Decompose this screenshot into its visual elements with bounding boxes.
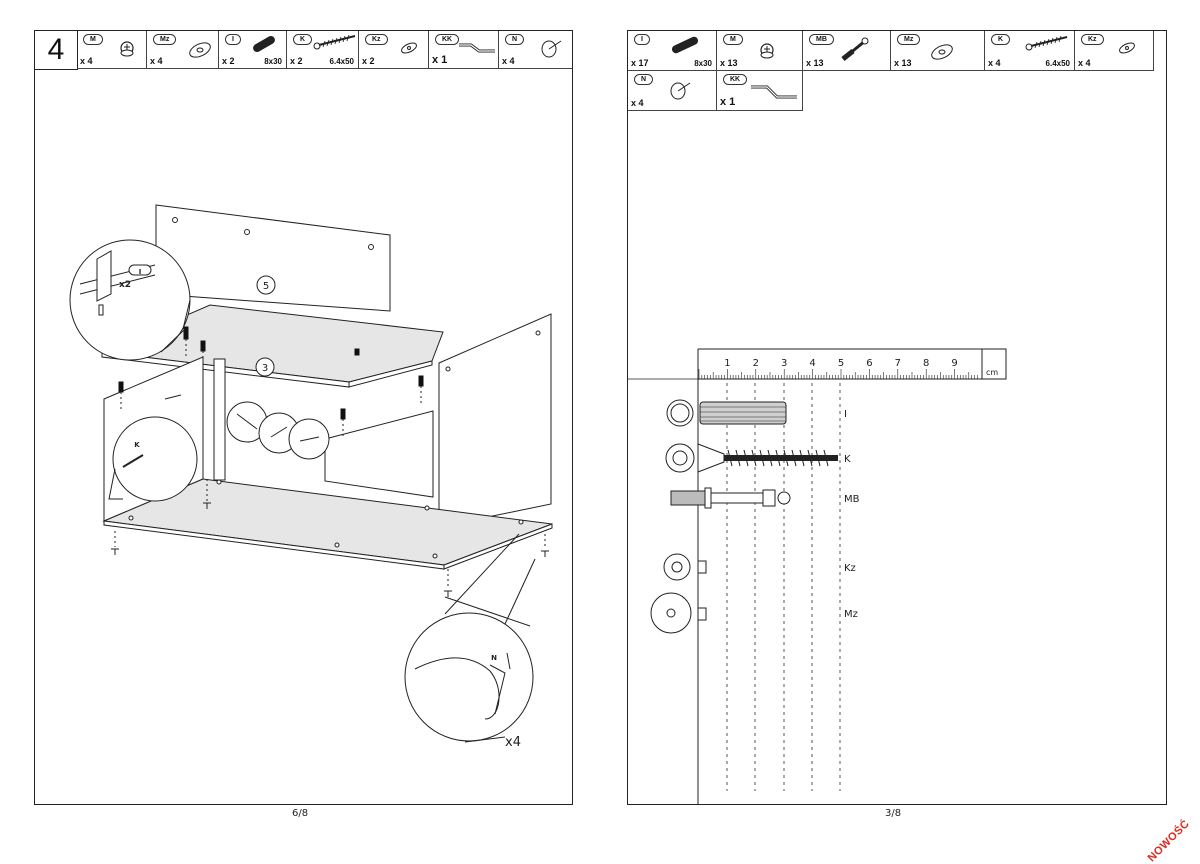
hardware-item-i: I x 17 8x30 [628, 31, 717, 71]
ruler-tick-label: 4 [809, 358, 815, 369]
hardware-qty: x 13 [894, 58, 912, 68]
hardware-item-mz: Mz x 13 [891, 31, 985, 71]
ruler-tick-label: 2 [753, 358, 759, 369]
hardware-code: K [293, 34, 313, 45]
cover-cap-icon [189, 42, 211, 58]
hardware-qty: x 1 [432, 54, 448, 66]
scale-ruler-drawing: I K MB Kz Mz cm 1 2 3 4 5 6 7 8 9 [628, 348, 1007, 804]
hardware-code: KK [723, 74, 748, 85]
callout-screw-code: K [134, 441, 140, 449]
assembly-drawing: I x2 5 3 K N x4 [69, 204, 553, 750]
cover-cap-icon [401, 42, 417, 54]
hardware-qty: x 13 [806, 58, 824, 68]
hardware-item-k: K x 4 6.4x50 [985, 31, 1075, 71]
hardware-item-kz: Kz x 2 [359, 31, 429, 69]
allen-key-icon [751, 85, 797, 99]
hardware-code: N [634, 74, 654, 85]
screw-icon [1025, 35, 1068, 51]
panel-5 [155, 204, 391, 312]
glide-nail-icon [541, 40, 562, 58]
cover-cap-icon [1119, 42, 1135, 54]
part-label-mb: MB [844, 494, 860, 505]
callout-nail-code: N [491, 654, 497, 662]
ruler-tick-label: 3 [781, 358, 787, 369]
new-product-watermark: NOWOŚĆ [1145, 817, 1193, 864]
page-number-left: 6/8 [292, 808, 309, 819]
ruler-tick-label: 8 [923, 358, 929, 369]
hardware-code: N [505, 34, 525, 45]
instruction-page-step-4: 4 M x 4 Mz x 4 I x 2 8x30 K x 2 6.4x50 K… [34, 30, 573, 805]
callout-nail-count: x4 [505, 735, 521, 750]
ruler-tick-label: 1 [724, 358, 730, 369]
step-number: 4 [35, 31, 78, 70]
panel-label-5: 5 [263, 281, 269, 292]
hardware-code: I [634, 34, 650, 45]
hardware-qty: x 4 [988, 58, 1001, 68]
hardware-size: 8x30 [264, 57, 282, 66]
hardware-item-n: N x 4 [499, 31, 572, 69]
part-label-mz: Mz [844, 609, 858, 620]
hardware-code: KK [435, 34, 460, 45]
hardware-qty: x 4 [1078, 58, 1091, 68]
hardware-item-mz: Mz x 4 [147, 31, 219, 69]
hardware-item-kk: KK x 1 [429, 31, 499, 69]
cam-lock-icon [760, 43, 774, 59]
allen-key-icon [459, 43, 495, 53]
hardware-qty: x 4 [631, 98, 644, 108]
instruction-page-parts-list: I x 17 8x30 M x 13 MB x 13 Mz x 13 K x 4… [627, 30, 1167, 805]
callout-dowel-code: I [139, 268, 142, 276]
hardware-code: Kz [365, 34, 388, 45]
hardware-qty: x 4 [80, 56, 93, 66]
ruler-unit: cm [986, 368, 998, 377]
hardware-code: Kz [1081, 34, 1104, 45]
hardware-code: K [991, 34, 1011, 45]
hardware-item-k: K x 2 6.4x50 [287, 31, 359, 69]
hardware-item-m: M x 4 [77, 31, 147, 69]
screw-icon [313, 34, 356, 50]
cover-cap-icon [931, 44, 953, 60]
callout-dowel-count: x2 [119, 280, 131, 290]
hardware-qty: x 2 [362, 56, 375, 66]
hardware-qty: x 4 [150, 56, 163, 66]
hardware-qty: x 4 [502, 56, 515, 66]
ruler-tick-label: 5 [838, 358, 844, 369]
hardware-size: 6.4x50 [329, 57, 354, 66]
hardware-qty: x 1 [720, 96, 736, 108]
cam-bolt-icon [841, 37, 869, 61]
hardware-item-mb: MB x 13 [803, 31, 891, 71]
panel-label-3: 3 [262, 363, 268, 374]
part-label-kz: Kz [844, 563, 856, 574]
ruler-tick-label: 7 [895, 358, 901, 369]
hardware-code: Mz [153, 34, 177, 45]
hardware-item-m: M x 13 [717, 31, 803, 71]
ruler-tick-label: 9 [951, 358, 957, 369]
page-number-right: 3/8 [885, 808, 902, 819]
hardware-item-kk: KK x 1 [717, 71, 803, 111]
dowel-icon [671, 36, 699, 54]
hardware-size: 8x30 [694, 59, 712, 68]
glide-nail-icon [670, 82, 691, 100]
part-label-i: I [844, 409, 847, 420]
hardware-qty: x 17 [631, 58, 649, 68]
hardware-qty: x 13 [720, 58, 738, 68]
ruler-tick-label: 6 [866, 358, 872, 369]
dowel-icon [253, 36, 275, 52]
hardware-item-n: N x 4 [628, 71, 717, 111]
hardware-size: 6.4x50 [1045, 59, 1070, 68]
cam-lock-icon [120, 41, 134, 57]
part-label-k: K [844, 454, 851, 465]
hardware-code: Mz [897, 34, 921, 45]
hardware-code: M [83, 34, 103, 45]
hardware-item-i: I x 2 8x30 [219, 31, 287, 69]
hardware-code: MB [809, 34, 834, 45]
hardware-qty: x 2 [222, 56, 235, 66]
hardware-item-kz: Kz x 4 [1075, 31, 1154, 71]
hardware-code: I [225, 34, 241, 45]
hardware-code: M [723, 34, 743, 45]
hardware-qty: x 2 [290, 56, 303, 66]
